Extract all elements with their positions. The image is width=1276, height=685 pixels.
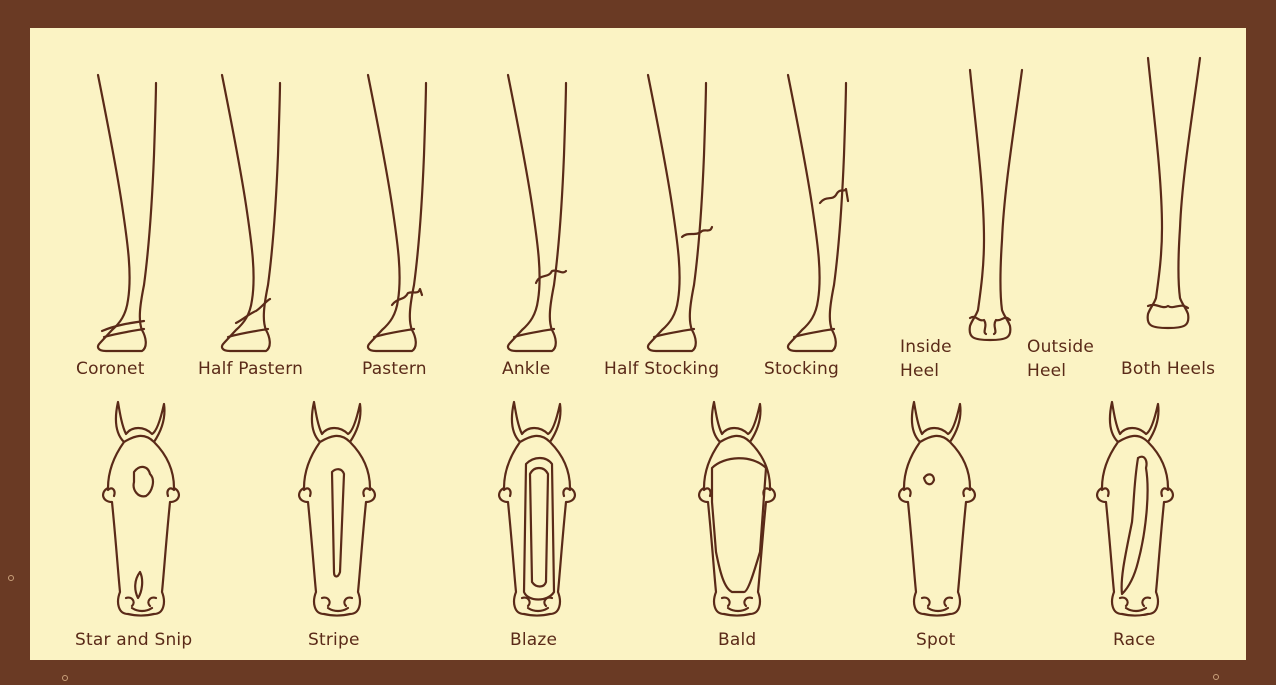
white-marking-edge: [134, 467, 153, 598]
label-blaze: Blaze: [510, 630, 557, 651]
eye-outline: [704, 488, 770, 496]
side-leg-drawing: [648, 75, 712, 351]
white-marking-edge: [1148, 305, 1188, 308]
label-bald: Bald: [718, 630, 756, 651]
label-inside-heel: Inside Heel: [900, 335, 952, 383]
horse-face-drawing: [699, 402, 775, 616]
side-leg-drawing: [788, 75, 848, 351]
label-outside-heel: Outside Heel: [1027, 335, 1094, 383]
leg-outline: [1148, 58, 1200, 328]
nostril-outline: [322, 598, 352, 611]
white-marking-edge: [1122, 457, 1148, 594]
nostril-outline: [722, 598, 752, 611]
face-outline: [103, 402, 179, 616]
face-outline: [1097, 402, 1173, 616]
white-marking-edge: [924, 474, 934, 484]
rear-leg-drawing: [1148, 58, 1200, 328]
face-outline: [499, 402, 575, 616]
side-leg-drawing: [222, 75, 280, 351]
horse-face-drawing: [499, 402, 575, 616]
side-leg-drawing: [98, 75, 156, 351]
eye-outline: [904, 488, 970, 496]
rear-leg-drawing: [970, 70, 1022, 340]
label-half-stocking: Half Stocking: [604, 359, 719, 380]
eye-outline: [304, 488, 370, 496]
leg-outline: [788, 75, 846, 351]
leg-outline: [970, 70, 1022, 340]
leg-outline: [648, 75, 706, 351]
label-stocking: Stocking: [764, 359, 839, 380]
face-outline: [899, 402, 975, 616]
face-outline: [299, 402, 375, 616]
label-half-pastern: Half Pastern: [198, 359, 303, 380]
nostril-outline: [126, 598, 156, 611]
label-spot: Spot: [916, 630, 955, 651]
side-leg-drawing: [368, 75, 426, 351]
horse-face-drawing: [103, 402, 179, 616]
label-race: Race: [1113, 630, 1155, 651]
horse-face-drawing: [299, 402, 375, 616]
label-ankle: Ankle: [502, 359, 550, 380]
leg-outline: [98, 75, 156, 351]
horse-face-drawing: [899, 402, 975, 616]
white-marking-edge: [682, 227, 712, 237]
label-both-heels: Both Heels: [1121, 359, 1215, 380]
leg-outline: [508, 75, 566, 351]
nostril-outline: [922, 598, 952, 611]
white-marking-edge: [332, 469, 344, 576]
white-marking-edge: [820, 189, 848, 203]
horse-face-drawing: [1097, 402, 1173, 616]
white-marking-edge: [524, 458, 554, 600]
label-pastern: Pastern: [362, 359, 427, 380]
label-coronet: Coronet: [76, 359, 145, 380]
label-stripe: Stripe: [308, 630, 360, 651]
leg-outline: [222, 75, 280, 351]
eye-outline: [504, 488, 570, 496]
nostril-outline: [1120, 598, 1150, 611]
white-marking-edge: [712, 458, 766, 592]
label-star-and-snip: Star and Snip: [75, 630, 192, 651]
side-leg-drawing: [508, 75, 566, 351]
leg-outline: [368, 75, 426, 351]
eye-outline: [108, 488, 174, 496]
